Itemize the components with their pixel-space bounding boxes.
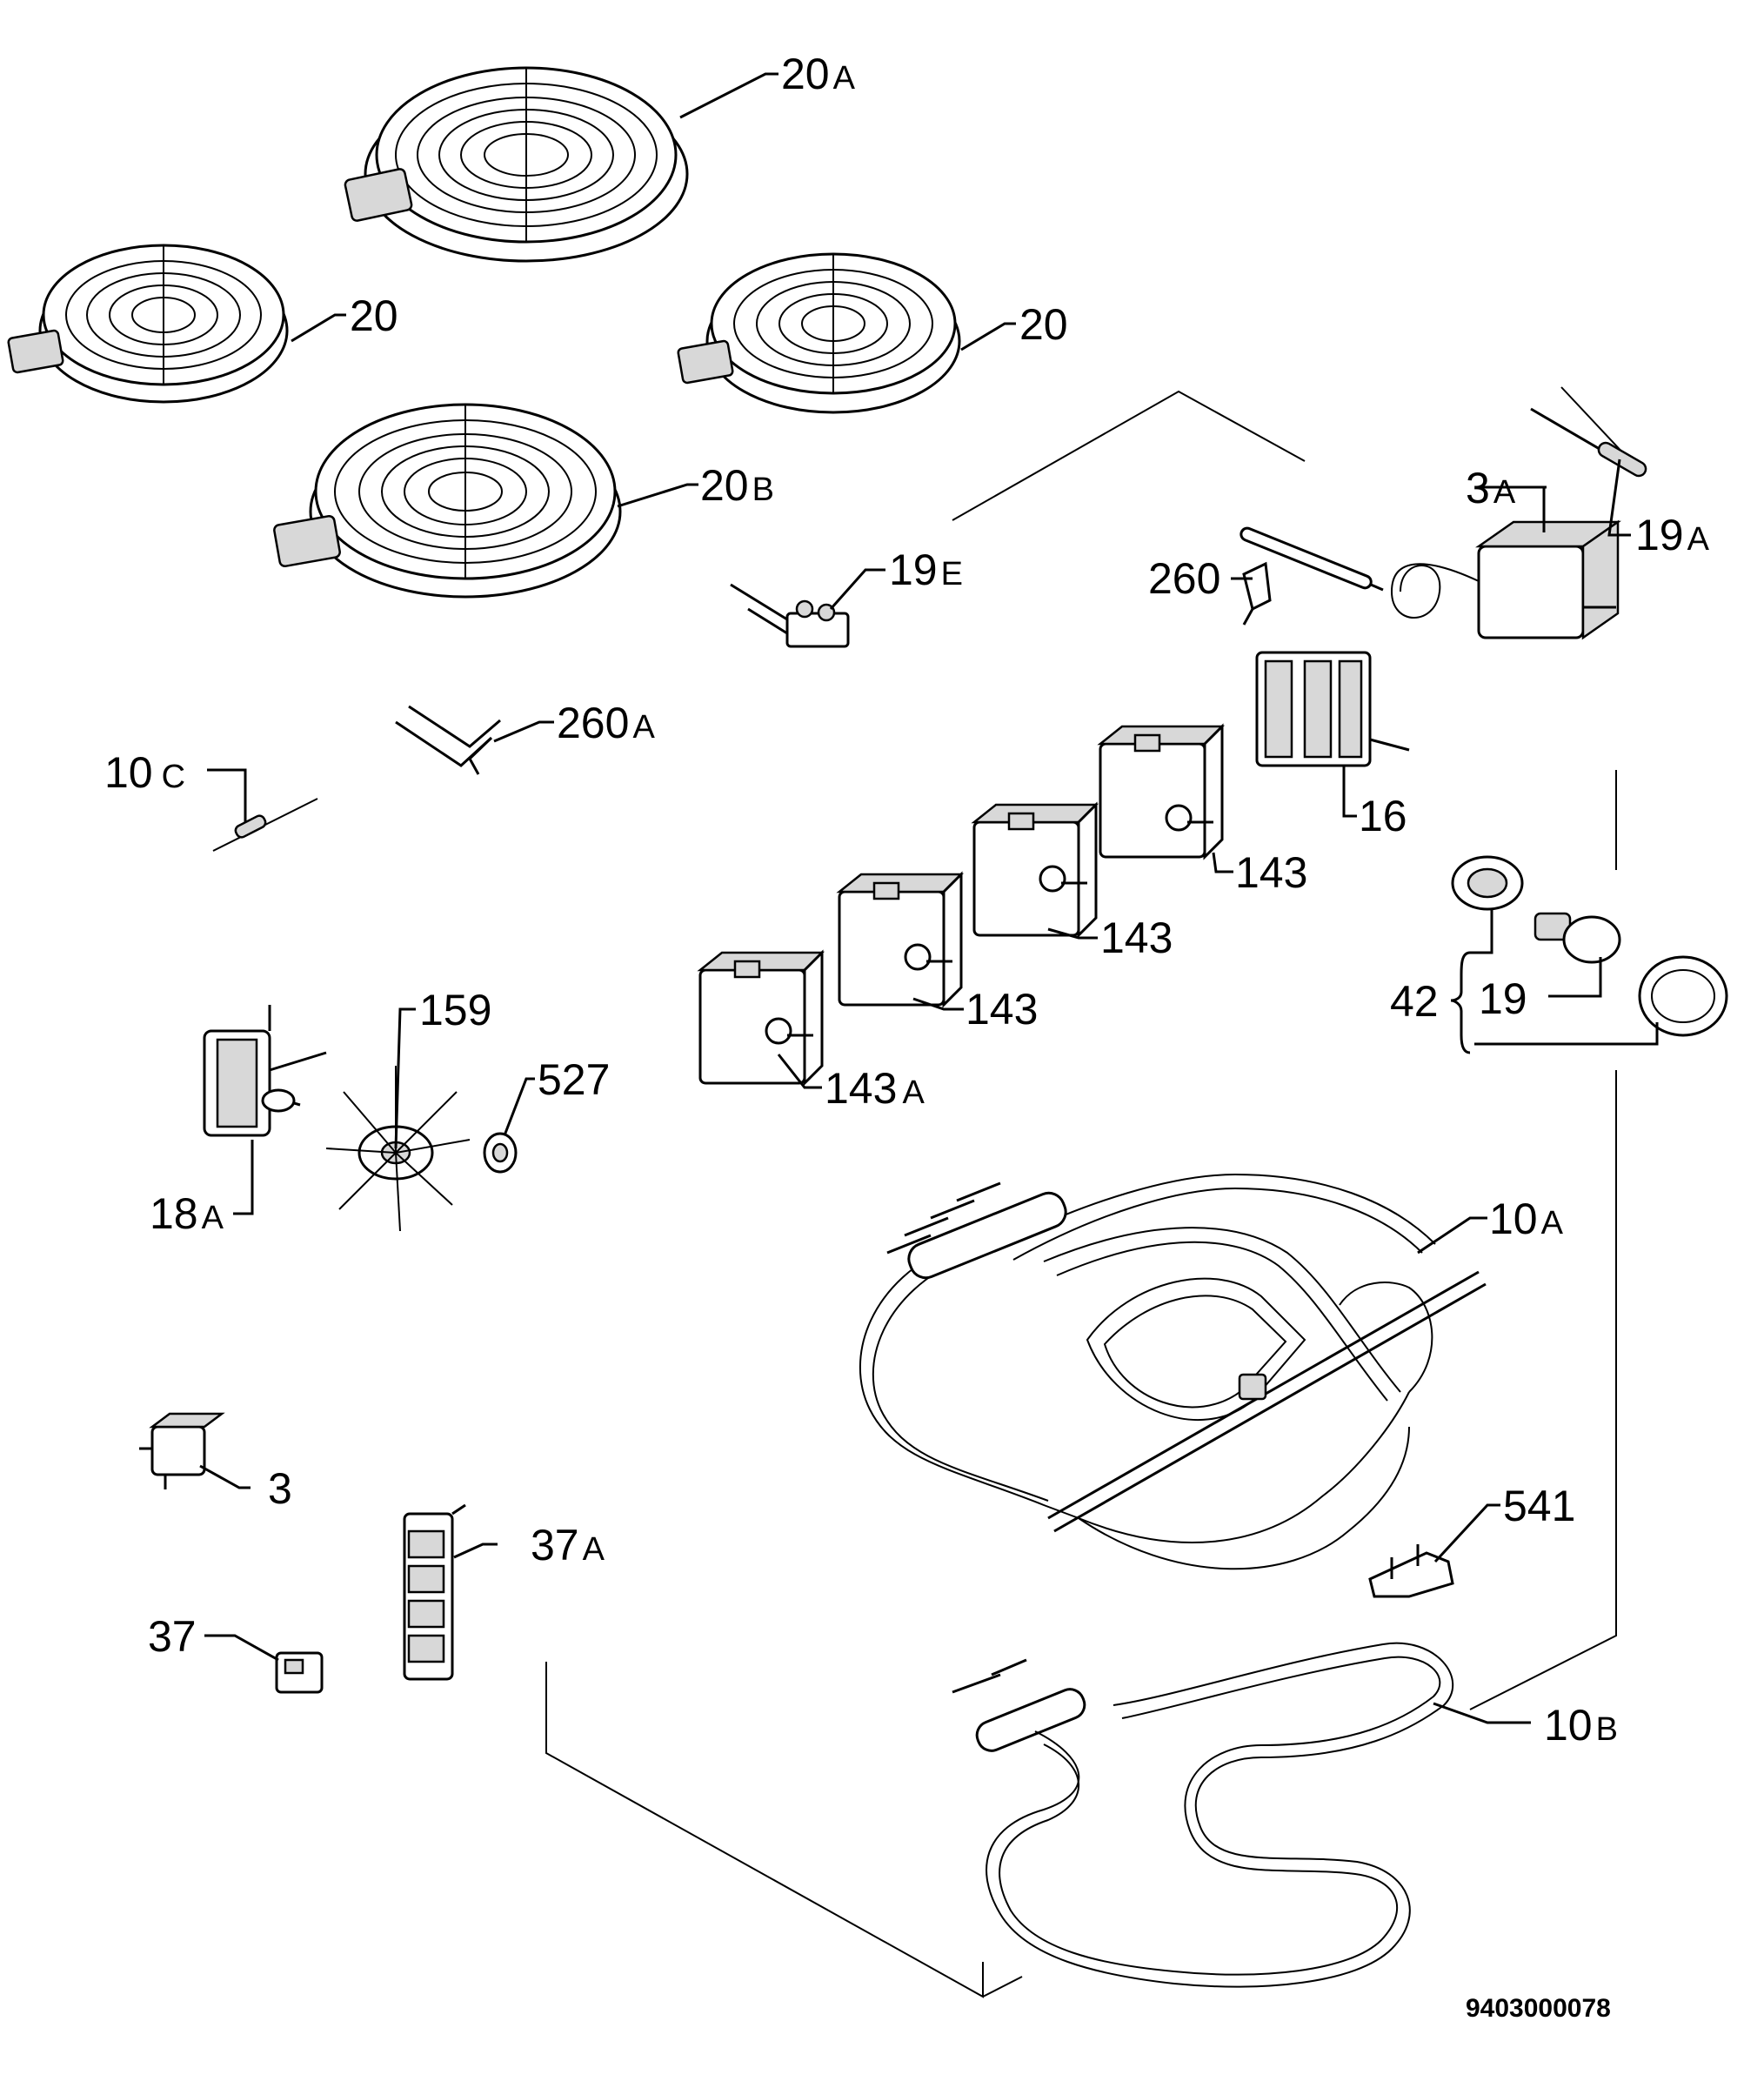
fan-nut-527 bbox=[483, 1132, 518, 1174]
switch-19e bbox=[730, 583, 850, 648]
hotplate-20-right bbox=[677, 252, 961, 414]
label-20-left: 20 bbox=[350, 291, 398, 340]
label-527: 527 bbox=[538, 1055, 610, 1104]
label-19: 19 bbox=[1479, 974, 1527, 1023]
clip-260 bbox=[1242, 561, 1272, 626]
connector-37 bbox=[275, 1651, 324, 1694]
diagram-code: 9403000078 bbox=[1466, 1994, 1611, 2023]
heating-element-10a bbox=[859, 1173, 1487, 1570]
brace-42 bbox=[1450, 951, 1471, 1054]
group-bracket-bottom-end bbox=[982, 1976, 1023, 1998]
fan-motor-18a bbox=[203, 1005, 327, 1137]
sensor-19a bbox=[1530, 386, 1647, 478]
hotplate-20b bbox=[273, 403, 622, 599]
label-143-1: 143 bbox=[1235, 848, 1307, 897]
group-bracket-top bbox=[952, 390, 1306, 521]
label-37: 37 bbox=[148, 1612, 197, 1661]
label-16: 16 bbox=[1359, 792, 1407, 840]
energy-regulator-143-2 bbox=[971, 801, 1099, 939]
fan-blade-159 bbox=[325, 1066, 471, 1232]
label-20-right: 20 bbox=[1019, 300, 1068, 349]
holder-541 bbox=[1368, 1544, 1454, 1598]
label-159: 159 bbox=[419, 986, 491, 1034]
oven-lamp-assembly bbox=[1451, 855, 1728, 1037]
energy-regulator-143a bbox=[697, 949, 825, 1087]
terminal-block-37a bbox=[403, 1503, 466, 1681]
bracket-260a bbox=[395, 705, 501, 775]
label-3: 3 bbox=[268, 1464, 292, 1513]
label-260: 260 bbox=[1148, 554, 1220, 603]
hotplate-20-left bbox=[7, 244, 289, 404]
hotplate-20a bbox=[344, 66, 689, 263]
thermal-fuse-3 bbox=[139, 1412, 225, 1489]
group-bracket-bottom bbox=[545, 1662, 984, 1998]
label-42: 42 bbox=[1390, 977, 1439, 1026]
thermostat-3a bbox=[1239, 519, 1621, 640]
energy-regulator-143-3 bbox=[836, 871, 965, 1008]
leader-lines bbox=[199, 72, 1659, 1724]
group-bracket-right-lower bbox=[1469, 1070, 1617, 1710]
label-143-3: 143 bbox=[966, 985, 1038, 1034]
element-10c bbox=[212, 798, 318, 852]
selector-switch-16 bbox=[1255, 651, 1410, 767]
label-541: 541 bbox=[1503, 1482, 1575, 1530]
label-143-2: 143 bbox=[1100, 914, 1173, 962]
energy-regulator-143-1 bbox=[1097, 723, 1226, 860]
heating-element-10b bbox=[952, 1642, 1454, 1988]
